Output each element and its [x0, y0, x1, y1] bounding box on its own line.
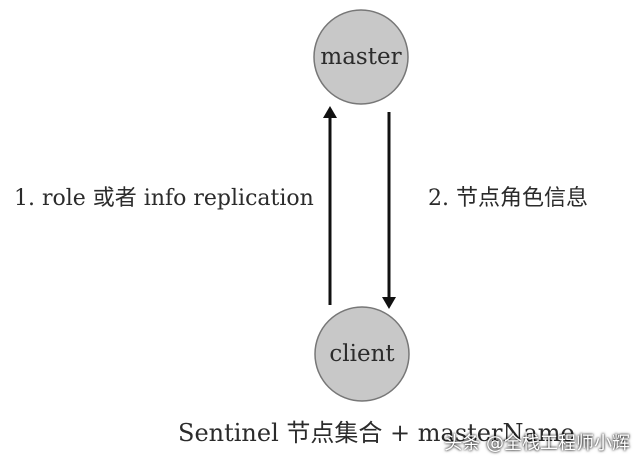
client-node: client — [314, 306, 410, 402]
edge-label-role-info-replication: 1. role 或者 info replication — [14, 186, 314, 211]
master-node-label: master — [320, 44, 401, 70]
edge-label-node-role-info: 2. 节点角色信息 — [428, 186, 588, 211]
client-node-circle — [314, 306, 410, 402]
master-node: master — [313, 9, 409, 105]
diagram-caption: Sentinel 节点集合 + masterName — [178, 419, 575, 447]
master-node-circle — [313, 9, 409, 105]
watermark: 头条 @全栈工程师小辉 — [444, 433, 630, 454]
client-node-label: client — [329, 341, 395, 367]
